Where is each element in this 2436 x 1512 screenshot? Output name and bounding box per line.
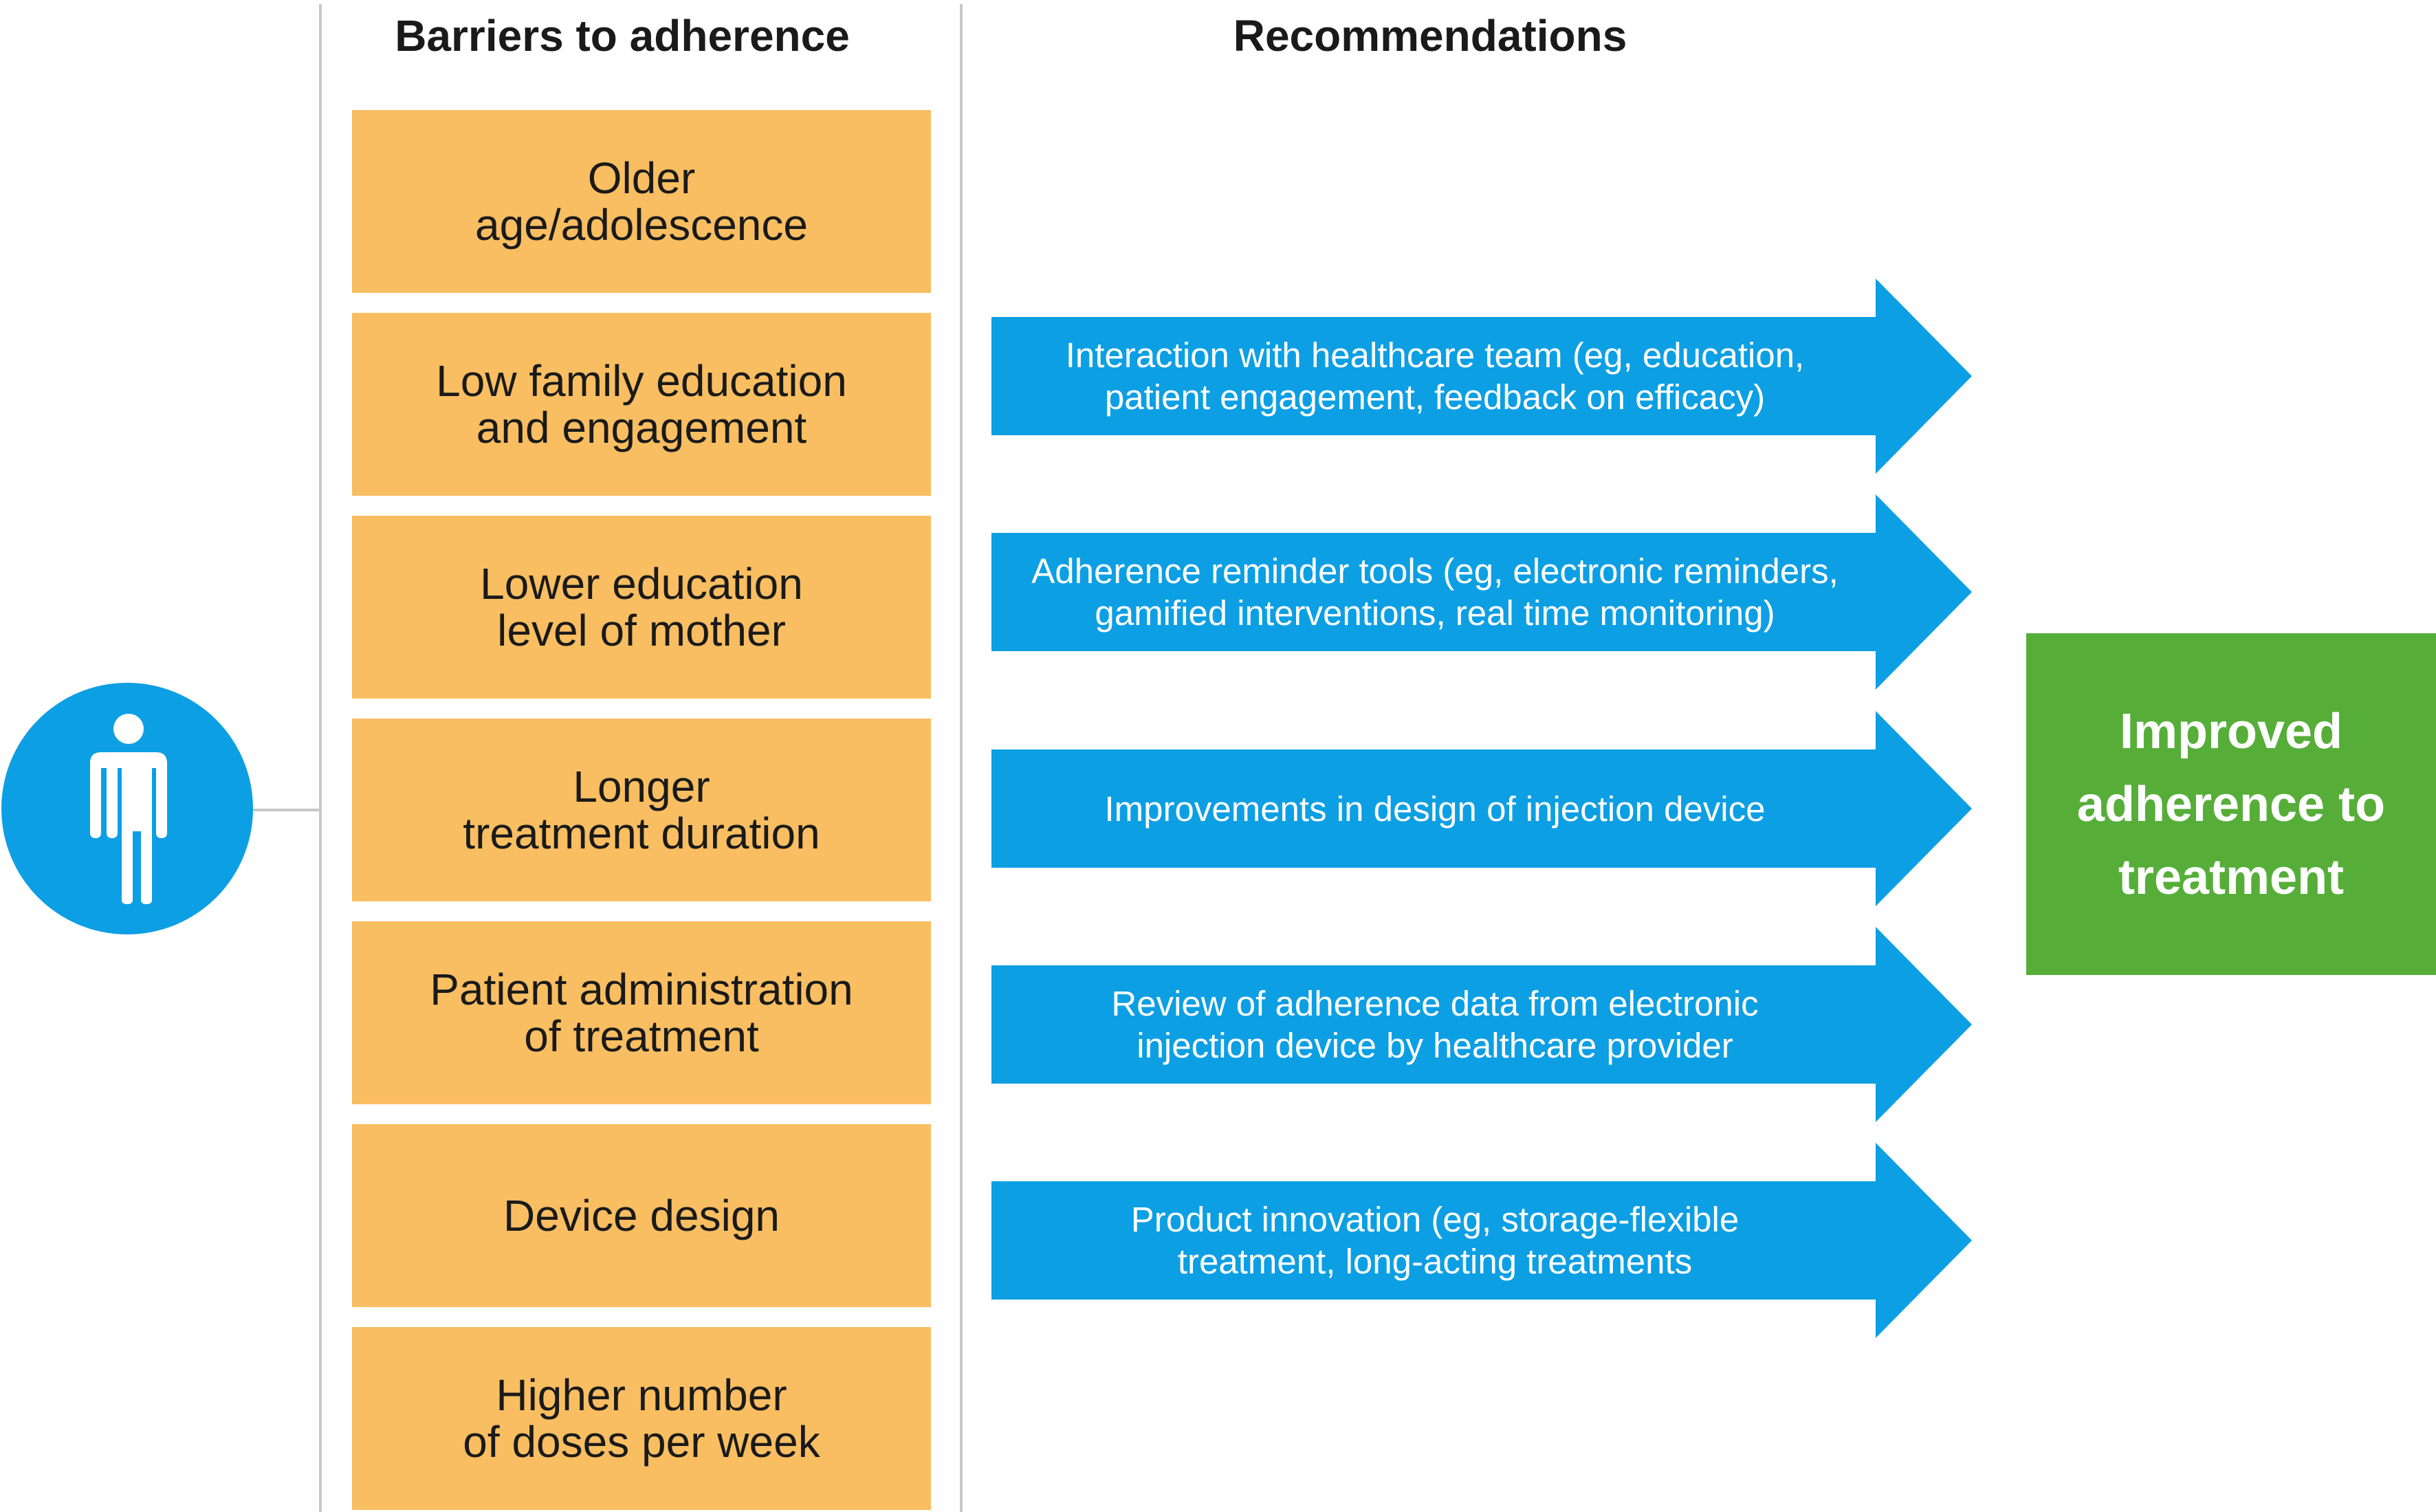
arrow-shape [991, 494, 1972, 690]
arrow-shape [991, 711, 1972, 906]
recommendation-text: Improvements in design of injection devi… [1104, 789, 1766, 829]
recommendation-text: Adherence reminder tools (eg, electronic… [1031, 551, 1839, 633]
recommendation-arrow: Improvements in design of injection devi… [991, 711, 1972, 906]
person-connector [252, 809, 320, 811]
recommendation-text: Review of adherence data from electronic… [1111, 984, 1759, 1065]
recommendation-text: Interaction with healthcare team (eg, ed… [1065, 336, 1805, 417]
recommendation-arrow: Interaction with healthcare team (eg, ed… [991, 278, 1972, 474]
person-circle [1, 683, 253, 934]
arrow-shape [991, 1143, 1972, 1338]
recommendation-arrow: Adherence reminder tools (eg, electronic… [991, 494, 1972, 690]
recommendation-text: Product innovation (eg, storage-flexible… [1130, 1200, 1740, 1281]
barriers-heading: Barriers to adherence [395, 11, 850, 61]
left-divider [319, 4, 322, 1512]
barrier-box: Lower education level of mother [352, 516, 931, 699]
barrier-box: Older age/adolescence [352, 110, 931, 293]
barrier-box: Longer treatment duration [352, 719, 931, 901]
outcome-box: Improved adherence to treatment [2026, 633, 2436, 975]
person-icon [90, 714, 167, 904]
recommendation-arrow: Review of adherence data from electronic… [991, 927, 1972, 1122]
arrow-shape [991, 278, 1972, 474]
middle-divider [960, 4, 963, 1512]
recommendation-arrow: Product innovation (eg, storage-flexible… [991, 1143, 1972, 1338]
arrow-shape [991, 927, 1972, 1122]
barrier-box: Device design [352, 1124, 931, 1307]
barrier-box: Patient administration of treatment [352, 921, 931, 1104]
barrier-box: Higher number of doses per week [352, 1327, 931, 1510]
barrier-box: Low family education and engagement [352, 313, 931, 496]
recommendations-heading: Recommendations [1233, 11, 1627, 61]
